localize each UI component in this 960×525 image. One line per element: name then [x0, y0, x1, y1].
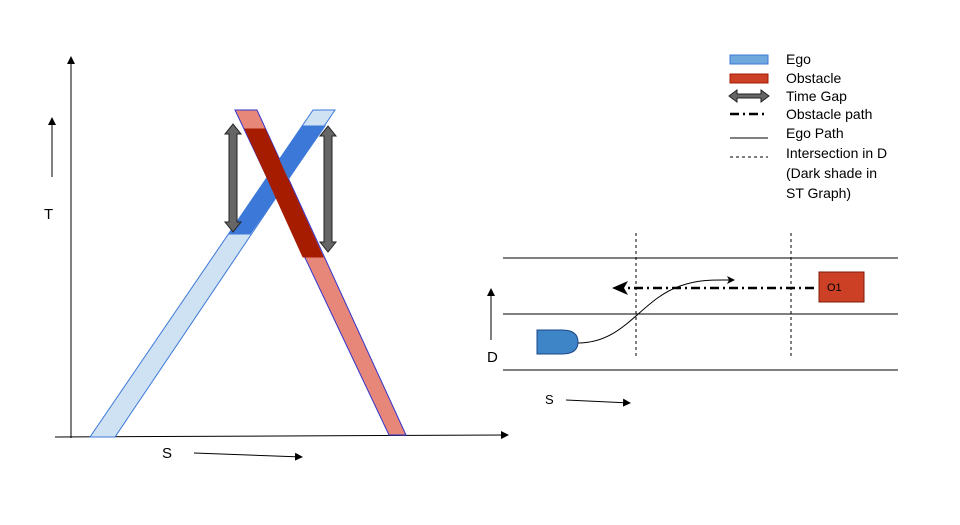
- ego-path: [577, 279, 734, 344]
- road-s-axis-label: S: [545, 392, 554, 407]
- ego-vehicle: [536, 329, 579, 355]
- s-axis: [54, 431, 509, 440]
- obstacle-path-arrowhead: [612, 281, 628, 295]
- road-s-direction-arrow: [565, 398, 631, 407]
- legend-intersection-label-1: Intersection in D: [786, 145, 887, 161]
- d-axis-label: D: [487, 349, 498, 366]
- legend-ego-path-label: Ego Path: [786, 125, 844, 141]
- obstacle-o1-label: O1: [827, 282, 842, 294]
- legend-ego-swatch: [729, 54, 769, 65]
- road-view: O1 D S: [487, 233, 898, 407]
- legend-intersection-label-2: (Dark shade in: [786, 165, 877, 181]
- legend-obstacle-label: Obstacle: [786, 70, 841, 86]
- legend: Ego Obstacle Time Gap Obstacle path Ego …: [728, 51, 887, 201]
- s-axis-label: S: [162, 445, 172, 462]
- legend-obstacle-path-label: Obstacle path: [786, 106, 872, 122]
- legend-intersection-label-3: ST Graph): [786, 185, 851, 201]
- legend-ego-label: Ego: [786, 51, 811, 67]
- s-direction-arrow: [193, 452, 303, 461]
- ego-path-arrowhead: [727, 276, 735, 284]
- st-graph: T S: [44, 56, 509, 462]
- t-axis-label: T: [44, 206, 53, 223]
- time-gap-arrow-right: [318, 125, 338, 253]
- time-gap-arrow-left: [223, 123, 243, 233]
- legend-obstacle-swatch: [729, 73, 769, 84]
- obstacle-intersection-region: [244, 128, 324, 258]
- legend-time-gap-label: Time Gap: [786, 88, 847, 104]
- legend-time-gap-arrow: [728, 89, 770, 103]
- obstacle-o1: [818, 271, 865, 303]
